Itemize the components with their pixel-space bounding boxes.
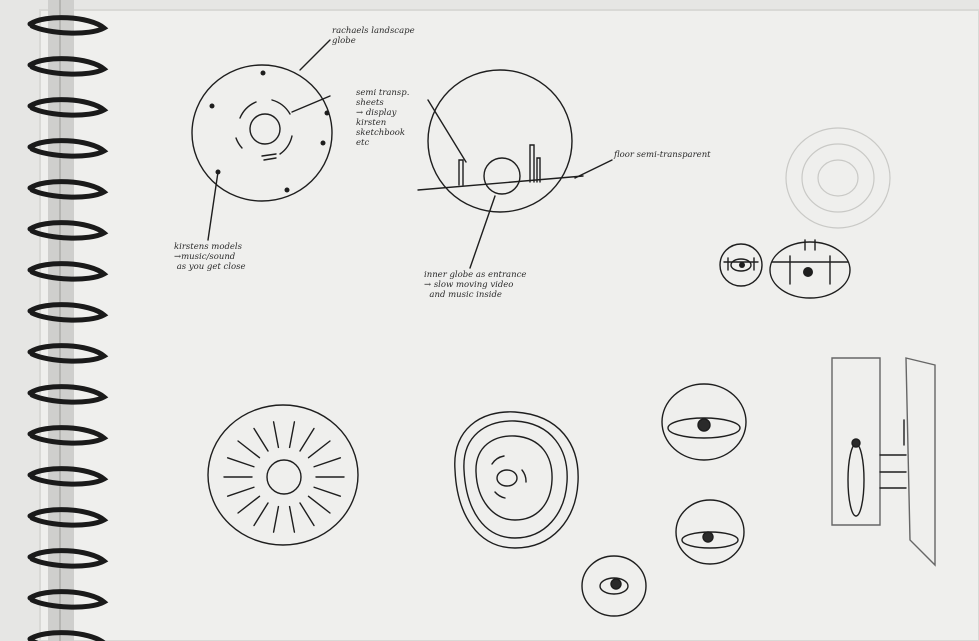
entrance-label: inner globe as entrance → slow moving vi… — [424, 270, 526, 300]
models-label: kirstens models →music/sound as you get … — [174, 242, 246, 272]
sheets-label: semi transp. sheets → display kirsten sk… — [356, 88, 409, 148]
floor-label: floor semi-transparent — [614, 150, 711, 160]
globe-label: rachaels landscape globe — [332, 26, 415, 46]
